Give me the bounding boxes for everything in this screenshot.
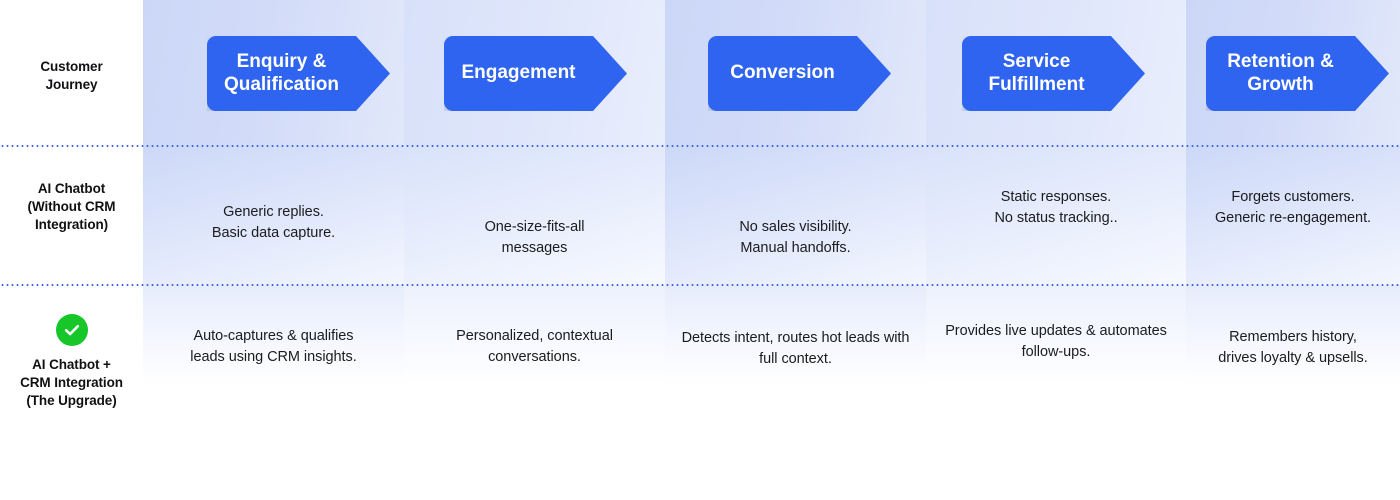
stage-label-line: Retention & <box>1227 51 1334 73</box>
stage-arrow-conversion[interactable]: Conversion <box>708 36 891 111</box>
stage-arrow-engagement[interactable]: Engagement <box>444 36 627 111</box>
row-label-line: Journey <box>45 77 98 93</box>
cell-text-line: drives loyalty & upsells. <box>1218 349 1368 366</box>
cell-text-line: Remembers history, <box>1229 329 1357 345</box>
row-label-line: AI Chatbot <box>37 181 106 196</box>
row-label-ai-chatbot-plus-crm: AI Chatbot + CRM Integration (The Upgrad… <box>0 314 143 411</box>
cell-text-line: Basic data capture. <box>211 224 336 241</box>
check-circle-icon <box>55 314 88 346</box>
stage-label-line: Qualification <box>223 73 340 95</box>
cell-text-line: follow-ups. <box>1021 343 1091 360</box>
cell-text-line: Static responses. <box>1000 189 1112 205</box>
row-label-line: (The Upgrade) <box>26 393 117 409</box>
cell-text-line: Auto-captures & qualifies <box>193 328 354 344</box>
cell-text-line: Generic re-engagement. <box>1214 209 1372 226</box>
cell-text-line: No sales visibility. <box>739 219 852 235</box>
stage-label-line: Service <box>1002 51 1071 73</box>
row-label-line: AI Chatbot + <box>32 357 111 372</box>
stage-arrow-enquiry-qualification[interactable]: Enquiry & Qualification <box>207 36 390 111</box>
stage-label-line: Fulfillment <box>988 73 1085 95</box>
cell-without-crm-service-fulfillment: Static responses. No status tracking.. <box>926 187 1186 228</box>
stage-arrow-retention-growth[interactable]: Retention & Growth <box>1206 36 1389 111</box>
cell-text-line: No status tracking.. <box>994 209 1118 226</box>
row-divider-1 <box>0 145 1400 147</box>
cell-text-line: Generic replies. <box>223 204 324 220</box>
cell-text-line: leads using CRM insights. <box>190 348 357 365</box>
stage-label-line: Growth <box>1247 73 1314 95</box>
cell-with-crm-enquiry-qualification: Auto-captures & qualifies leads using CR… <box>143 326 404 367</box>
stage-label-line: Enquiry & <box>236 51 327 73</box>
row-label-line: Customer <box>40 59 103 74</box>
row-label-line: (Without CRM <box>27 199 116 215</box>
cell-without-crm-conversion: No sales visibility. Manual handoffs. <box>665 217 926 258</box>
cell-with-crm-conversion: Detects intent, routes hot leads with fu… <box>665 328 926 369</box>
cell-text-line: Provides live updates & automates <box>945 323 1167 339</box>
cell-with-crm-service-fulfillment: Provides live updates & automates follow… <box>926 321 1186 362</box>
cell-text-line: Detects intent, routes hot leads with <box>681 330 910 346</box>
cell-with-crm-retention-growth: Remembers history, drives loyalty & upse… <box>1186 327 1400 368</box>
row-label-ai-chatbot-without-crm: AI Chatbot (Without CRM Integration) <box>0 180 143 235</box>
cell-text-line: messages <box>501 239 568 256</box>
cell-with-crm-engagement: Personalized, contextual conversations. <box>404 326 665 367</box>
row-divider-2 <box>0 284 1400 286</box>
cell-without-crm-retention-growth: Forgets customers. Generic re-engagement… <box>1186 187 1400 228</box>
row-label-line: Integration) <box>34 217 109 233</box>
stage-arrow-service-fulfillment[interactable]: Service Fulfillment <box>962 36 1145 111</box>
stage-label-line: Engagement <box>461 62 576 84</box>
cell-without-crm-enquiry-qualification: Generic replies. Basic data capture. <box>143 202 404 243</box>
row-label-line: CRM Integration <box>20 375 123 391</box>
cell-without-crm-engagement: One-size-fits-all messages <box>404 217 665 258</box>
cell-text-line: Forgets customers. <box>1231 189 1355 205</box>
cell-text-line: Personalized, contextual <box>456 328 613 344</box>
row-label-customer-journey: Customer Journey <box>0 58 143 94</box>
cell-text-line: full context. <box>759 350 832 367</box>
stage-label-line: Conversion <box>730 62 835 84</box>
cell-text-line: Manual handoffs. <box>740 239 851 256</box>
cell-text-line: One-size-fits-all <box>484 219 585 235</box>
cell-text-line: conversations. <box>488 348 581 365</box>
